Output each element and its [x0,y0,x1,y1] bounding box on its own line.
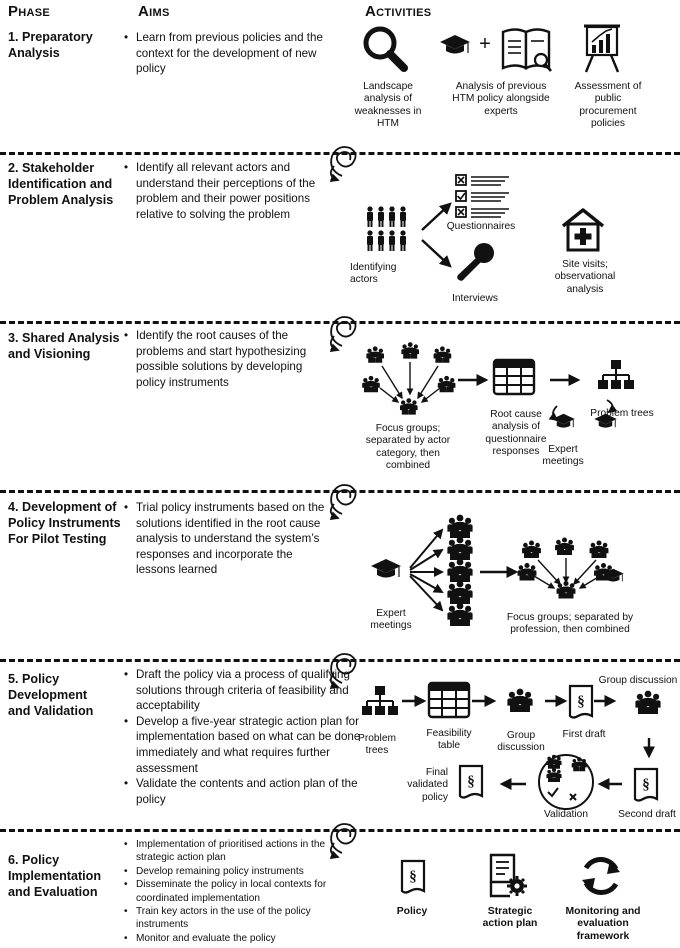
hierarchy-tree-icon [597,359,635,390]
aim-item: Develop a five-year strategic action pla… [124,714,362,776]
activity-label: Second draft [618,809,676,820]
microphone-icon [457,243,494,281]
phase-2-aims: Identify all relevant actors and underst… [124,160,340,222]
activity-label: Strategic action plan [482,906,538,930]
refresh-cycle-icon [582,857,620,895]
aim-item: Disseminate the policy in local contexts… [124,878,354,905]
activity-label: Focus groups; separated by profession, t… [506,612,634,636]
graduation-cap-icon [548,399,618,429]
graduation-cap-icon [370,558,402,579]
flow-arrow [643,738,655,759]
activity-label: Expert meetings [370,608,412,632]
activity-label: Root cause analysis of questionnaire res… [485,409,547,458]
flow-arrow [458,374,489,386]
aim-item: Identify all relevant actors and underst… [124,160,340,222]
people-group-icon [498,682,544,722]
phase-1-aims: Learn from previous policies and the con… [124,30,334,77]
activity-label: Interviews [452,293,498,304]
flow-arrow [594,695,617,707]
aim-item: Draft the policy via a process of qualif… [124,667,362,714]
open-book-icon [501,28,552,72]
phase-4-aims: Trial policy instruments based on the so… [124,500,334,578]
activity-label: Identifying actors [350,262,397,286]
activity-label: Site visits; observational analysis [554,259,616,295]
flow-arrow [480,566,519,578]
activity-label: Problem trees [358,733,396,757]
table-grid-icon [492,358,536,396]
validation-icon [538,754,594,810]
hierarchy-tree-icon [361,685,399,716]
activity-label: Feasibility table [426,728,472,752]
aim-item: Trial policy instruments based on the so… [124,500,334,578]
aim-item: Develop remaining policy instruments [124,865,354,879]
people-group-icon [367,206,406,251]
aim-item: Implementation of prioritised actions in… [124,838,354,865]
phase-column-header: Phase [8,3,51,20]
presentation-chart-icon [584,24,620,73]
document-section-icon [633,767,659,802]
activity-label: Questionnaires [446,221,516,232]
activity-label: Policy [396,906,428,917]
activity-label: First draft [562,729,606,740]
activity-label: Group discussion [497,730,545,754]
flow-arrow [472,695,497,707]
aim-item: Learn from previous policies and the con… [124,30,334,77]
activity-label: Monitoring and evaluation framework [565,906,641,942]
graduation-cap-icon: + [439,33,491,55]
activity-label: Group discussion [598,675,678,686]
document-section-icon [458,764,484,799]
phase-3-aims: Identify the root causes of the problems… [124,328,334,390]
activity-label: Analysis of previous HTM policy alongsid… [452,81,550,117]
people-group-icon [622,684,676,724]
focus-group-icon [518,540,625,610]
activity-label: Final validated policy [407,767,448,803]
activity-label: Expert meetings [542,444,584,468]
aim-item: Identify the root causes of the problems… [124,328,334,390]
strategic-plan-icon [489,853,527,898]
aim-item: Train key actors in the use of the polic… [124,905,354,932]
activities-column-header: Activities [365,3,432,20]
branch-arrows [409,528,444,612]
aim-item: Validate the contents and action plan of… [124,776,362,807]
svg-text:+: + [479,33,491,55]
activity-label: Focus groups; separated by actor categor… [365,423,451,472]
activity-label: Landscape analysis of weaknesses in HTM [354,81,422,130]
table-grid-icon [427,681,471,719]
flow-arrow [402,695,427,707]
flow-arrow [550,374,581,386]
focus-group-icon [364,346,456,420]
aims-column-header: Aims [138,3,170,20]
branch-arrows [421,202,452,268]
flow-arrow [499,778,526,790]
checklist-icon [455,174,509,218]
clinic-house-icon [561,208,605,252]
aim-item: Monitor and evaluate the policy [124,932,354,946]
activity-label: Assessment of public procurement policie… [574,81,642,130]
phase-6-aims: Implementation of prioritised actions in… [124,838,354,946]
activity-label: Validation [544,809,588,820]
magnifier-icon [363,26,408,72]
activity-label: Problem trees [590,408,654,419]
document-section-icon [400,859,426,894]
phase-5-aims: Draft the policy via a process of qualif… [124,667,362,807]
flow-arrow [545,695,568,707]
people-group-icon [444,516,478,632]
flow-arrow [597,778,622,790]
